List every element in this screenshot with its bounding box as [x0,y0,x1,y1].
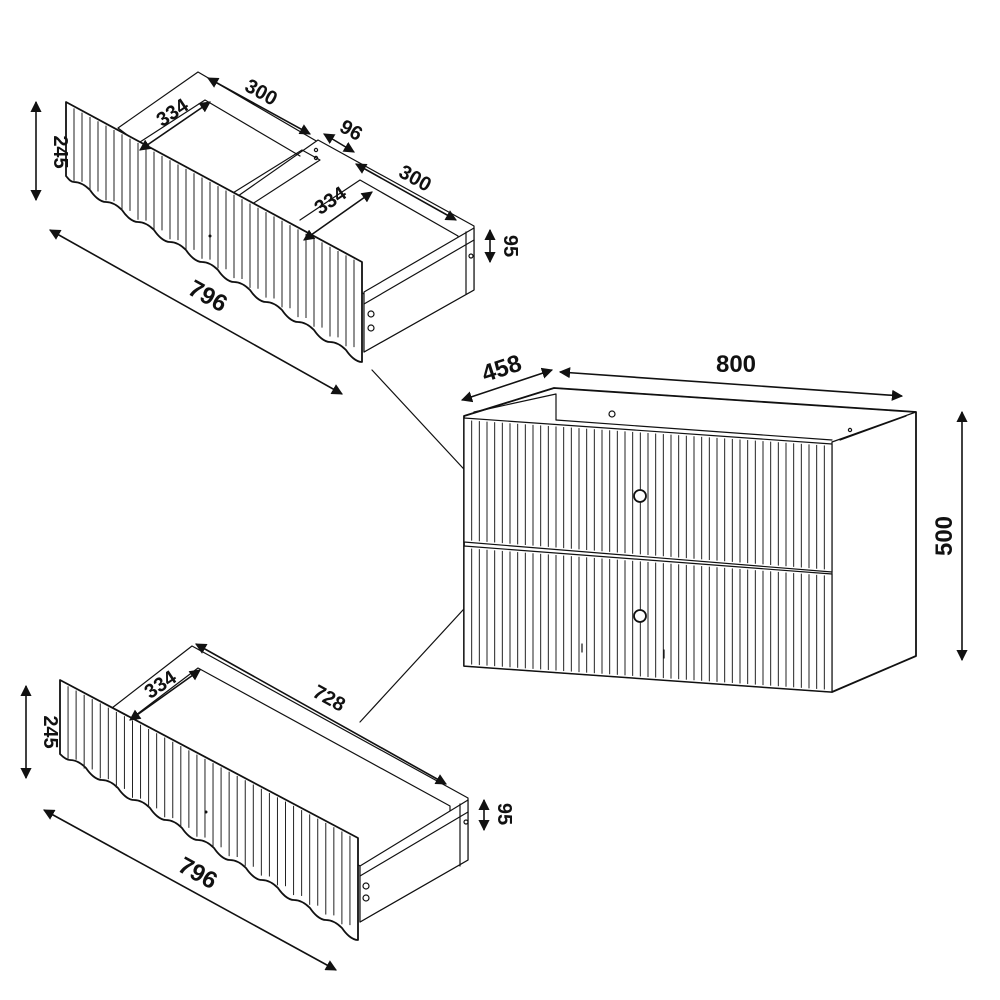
cabinet-width-label: 800 [716,351,756,378]
cabinet-top-inner [473,393,557,421]
top-drawer-hole [468,253,474,259]
top-drawer-divider-label: 96 [336,116,366,146]
top-drawer-leader-line [371,369,475,481]
cabinet-top-back [555,419,833,441]
top-drawer-divider-arrow [323,133,355,153]
top-drawer-height-label: 245 [49,135,71,168]
top-drawer-side-bottom [363,239,475,305]
top-drawer-divider [227,149,321,209]
top-drawer-knob-dot [208,234,212,238]
bottom-drawer-front-width-label: 796 [174,852,222,895]
cabinet-side-top [839,415,907,441]
cabinet-width-arrow [558,367,904,401]
bottom-drawer-front-width-arrow [43,809,337,971]
top-drawer-left-width-arrow [207,77,311,135]
cabinet-hole [608,410,616,418]
top-drawer-front-width-arrow [49,229,343,395]
top-drawer-front-width-label: 796 [184,275,232,318]
top-drawer-left-depth-arrow [139,101,211,151]
bottom-drawer-width-arrow [195,643,447,785]
bottom-drawer-side-height-label: 95 [493,803,515,825]
bottom-drawer-knob-dot [204,810,208,814]
cabinet-hole [847,427,853,433]
bottom-drawer-height-label: 245 [39,715,61,748]
top-drawer-hole [367,324,375,332]
cabinet-top-handle-hole [633,489,647,503]
bottom-drawer-leader-line [359,597,475,723]
top-drawer-hole [313,147,319,153]
bottom-drawer-side-panel [359,799,469,923]
top-drawer-side-height-label: 95 [499,235,521,257]
top-drawer-drawing: 245 796 334 300 96 334 300 95 [30,71,521,395]
top-drawer-hole [313,155,319,161]
bottom-drawer-hole [362,894,370,902]
bottom-drawer-side-bottom [359,811,469,877]
bottom-drawer-drawing: 245 796 334 728 95 [20,643,515,971]
top-drawer-hole [367,310,375,318]
cabinet-drawing: 458 800 500 [460,350,968,693]
cabinet-bottom-handle-hole [633,609,647,623]
bottom-drawer-hole [362,882,370,890]
top-drawer-right-width-arrow [355,163,457,221]
cabinet-depth-arrow [460,367,554,403]
cabinet-height-label: 500 [931,516,958,556]
top-drawer-side-panel [363,227,475,353]
bottom-drawer-depth-arrow [129,669,201,721]
bottom-drawer-hole [463,819,469,825]
